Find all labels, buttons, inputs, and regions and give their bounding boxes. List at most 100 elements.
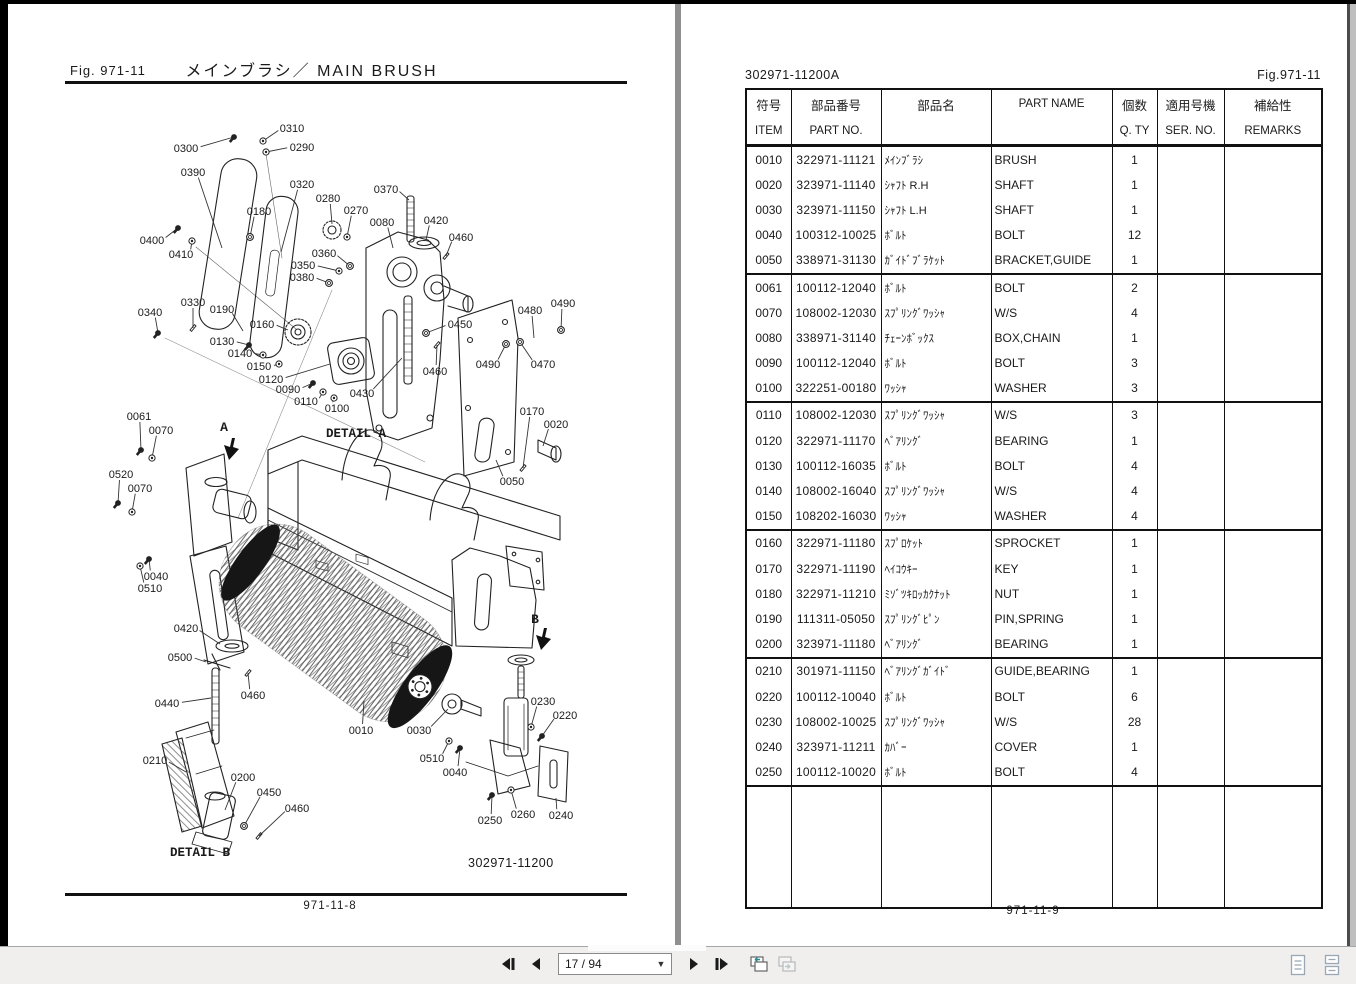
next-view-button[interactable] <box>774 952 798 976</box>
rod-0430 <box>403 295 413 385</box>
callout-label: 0130 <box>210 336 234 348</box>
left-page-number: 971-11-8 <box>303 900 357 912</box>
guide-bracket-0050 <box>457 299 519 477</box>
callout-label: 0270 <box>344 205 368 217</box>
callout-label: 0070 <box>128 483 152 495</box>
frame-arm-center <box>341 429 391 501</box>
page-dropdown-caret[interactable]: ▼ <box>656 959 666 969</box>
page-display-modes <box>1286 953 1344 977</box>
callout-label: 0110 <box>294 396 318 408</box>
callout-label: 0160 <box>250 319 274 331</box>
page-number-input[interactable] <box>559 957 653 971</box>
header-rule <box>65 81 627 84</box>
callout-label: 0180 <box>247 206 271 218</box>
exploded-view-diagram: 0310030002900390032002800370027000800420… <box>109 123 577 860</box>
shaft-stub <box>443 285 469 313</box>
callout-label: 0450 <box>257 787 281 799</box>
threaded-rod-0440 <box>211 667 220 745</box>
chain-box-slot <box>382 309 398 419</box>
page-title: メインブラシ／ MAIN BRUSH <box>185 63 438 80</box>
callout-label: 0420 <box>174 623 198 635</box>
chain-guide-slot <box>265 249 280 297</box>
callout-label: 0050 <box>500 476 524 488</box>
frame-extension-plate <box>505 545 545 591</box>
arrow-b-icon <box>536 628 551 650</box>
frame-arm-right <box>429 473 479 541</box>
col-ser-jp: 適用号機 <box>1156 89 1224 118</box>
construction-line <box>265 153 283 259</box>
viewer-toolbar: ▼ <box>0 945 1356 984</box>
callout-label: 0390 <box>181 167 205 179</box>
callout-label: 0350 <box>291 260 315 272</box>
callout-label: 0010 <box>349 725 373 737</box>
single-page-view-icon <box>1290 954 1306 976</box>
page-navigation: ▼ <box>496 952 798 976</box>
callout-label: 0480 <box>518 305 542 317</box>
callout-label: 0030 <box>407 725 431 737</box>
callout-label: 0470 <box>531 359 555 371</box>
first-page-button[interactable] <box>496 952 520 976</box>
scrollbar-thumb[interactable] <box>588 945 706 951</box>
callout-label: 0310 <box>280 123 304 135</box>
diagram-doc-number: 302971-11200 <box>468 856 554 870</box>
page-scrolling-view-icon <box>1324 954 1340 976</box>
bearing-block-0120 <box>327 337 375 385</box>
single-page-view-button[interactable] <box>1286 953 1310 977</box>
callout-label: 0330 <box>181 297 205 309</box>
next-page-button[interactable] <box>682 952 706 976</box>
callout-label: 0140 <box>228 348 252 360</box>
page-scrolling-view-button[interactable] <box>1320 953 1344 977</box>
last-page-button[interactable] <box>710 952 734 976</box>
callout-label: 0230 <box>531 696 555 708</box>
hand-wheel-right <box>507 654 535 666</box>
col-qty-en: Q. TY <box>1111 118 1157 147</box>
col-name-jp: 部品名 <box>880 89 991 118</box>
parts-fig-ref: Fig.971-11 <box>1257 68 1321 82</box>
callout-label: 0380 <box>290 272 314 284</box>
guard-plate-0390 <box>198 158 258 330</box>
detail-label: DETAIL A <box>326 427 387 441</box>
callout-label: 0150 <box>247 361 271 373</box>
callout-label: 0460 <box>423 366 447 378</box>
previous-page-button[interactable] <box>524 952 548 976</box>
previous-view-button[interactable] <box>746 952 770 976</box>
shaft-0020 <box>537 439 557 461</box>
view-arrow-label: A <box>220 420 228 435</box>
col-remarks-en: REMARKS <box>1223 118 1322 147</box>
page-edge-line <box>1347 4 1350 947</box>
callout-label: 0360 <box>312 248 336 260</box>
col-qty-jp: 個数 <box>1111 89 1157 118</box>
motor-body <box>212 488 252 520</box>
col-remarks-jp: 補給性 <box>1223 89 1322 118</box>
callout-label: 0450 <box>448 319 472 331</box>
frame-top-rail <box>267 435 561 541</box>
page-select: ▼ <box>558 953 672 975</box>
callout-label: 0020 <box>544 419 568 431</box>
callout-label: 0040 <box>144 571 168 583</box>
col-partno-jp: 部品番号 <box>790 89 881 118</box>
col-item-jp: 符号 <box>745 89 791 118</box>
callout-label: 0200 <box>231 772 255 784</box>
callout-label: 0061 <box>127 411 151 423</box>
screw-0370 <box>406 195 415 243</box>
callout-label: 0090 <box>276 384 300 396</box>
construction-line <box>195 246 297 330</box>
callout-label: 0100 <box>325 403 349 415</box>
callout-label: 0460 <box>285 803 309 815</box>
